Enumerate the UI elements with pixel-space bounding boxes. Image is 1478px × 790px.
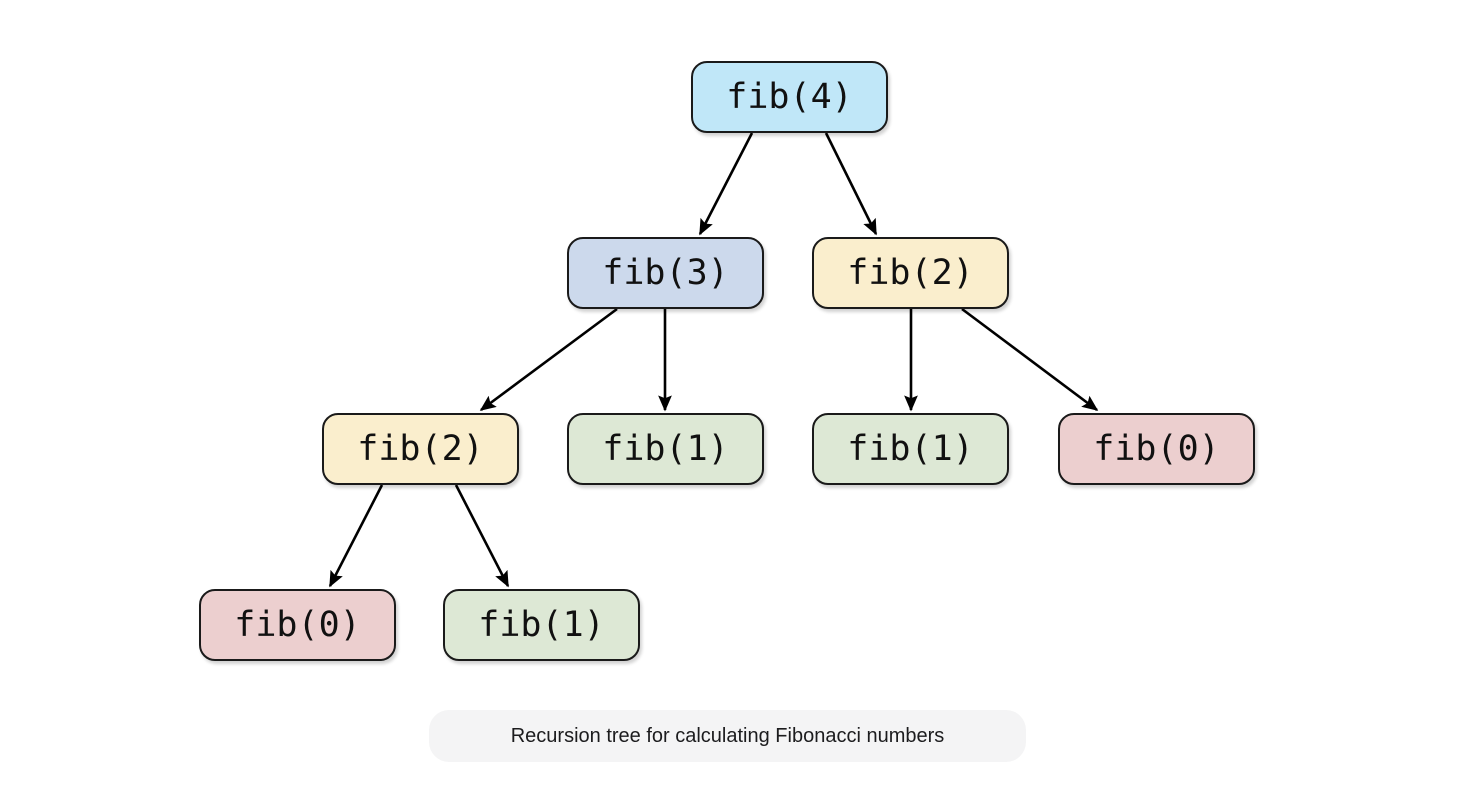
tree-edges — [328, 132, 1099, 588]
tree-edge-n3-to-n8 — [454, 484, 510, 588]
tree-edge-n2-to-n6 — [961, 307, 1099, 412]
tree-node-n3[interactable]: fib(2) — [322, 413, 519, 485]
tree-node-n1[interactable]: fib(3) — [567, 237, 764, 309]
tree-node-n0[interactable]: fib(4) — [691, 61, 888, 133]
tree-node-label: fib(4) — [726, 77, 853, 117]
tree-node-label: fib(2) — [847, 253, 974, 293]
tree-node-n6[interactable]: fib(0) — [1058, 413, 1255, 485]
diagram-caption: Recursion tree for calculating Fibonacci… — [429, 710, 1026, 762]
tree-node-label: fib(0) — [1093, 429, 1220, 469]
tree-edge-n0-to-n1 — [698, 132, 754, 236]
tree-node-n7[interactable]: fib(0) — [199, 589, 396, 661]
tree-node-label: fib(0) — [234, 605, 361, 645]
tree-node-n4[interactable]: fib(1) — [567, 413, 764, 485]
tree-node-n8[interactable]: fib(1) — [443, 589, 640, 661]
tree-node-label: fib(1) — [602, 429, 729, 469]
tree-edge-n3-to-n7 — [328, 484, 384, 588]
tree-edge-n0-to-n2 — [824, 132, 878, 236]
tree-node-n5[interactable]: fib(1) — [812, 413, 1009, 485]
caption-text: Recursion tree for calculating Fibonacci… — [510, 724, 945, 747]
tree-node-n2[interactable]: fib(2) — [812, 237, 1009, 309]
tree-node-label: fib(2) — [357, 429, 484, 469]
tree-node-label: fib(3) — [602, 253, 729, 293]
tree-edge-n1-to-n3 — [479, 307, 618, 412]
tree-node-label: fib(1) — [847, 429, 974, 469]
tree-node-label: fib(1) — [478, 605, 605, 645]
